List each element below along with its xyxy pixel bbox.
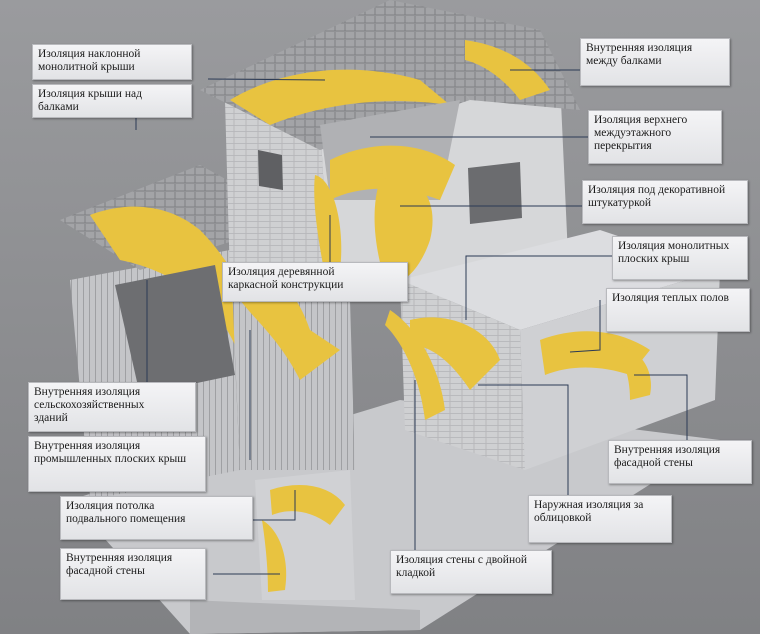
callout-basement-ceiling: Изоляция потолка подвального помещения [60, 496, 253, 540]
leader-warm-floors [569, 300, 601, 353]
callout-facade-wall-left: Внутренняя изоляция фасадной стены [60, 548, 206, 600]
leader-cladding [478, 384, 569, 495]
callout-double-masonry-wall: Изоляция стены с двойной кладкой [390, 550, 552, 594]
front-edge [190, 600, 420, 634]
plaster-insulation [374, 178, 433, 283]
callout-wooden-frame: Изоляция деревянной каркасной конструкци… [222, 262, 408, 302]
callout-decorative-plaster: Изоляция под декоративной штукатуркой [582, 180, 748, 224]
leader-flat-roofs [465, 255, 612, 320]
window-left [258, 150, 283, 190]
wall-inner-insulation [314, 175, 342, 275]
callout-sloped-roof: Изоляция наклонной монолитной крыши [32, 44, 192, 80]
callout-warm-floors: Изоляция теплых полов [606, 288, 750, 332]
callout-upper-floor-slab: Изоляция верхнего междуэтажного перекрыт… [588, 110, 722, 164]
roof-insulation-beams [465, 40, 550, 100]
callout-monolithic-flat-roofs: Изоляция монолитных плоских крыш [612, 236, 748, 280]
basement-insulation [270, 485, 345, 525]
facade-insulation-right [615, 345, 651, 400]
leader-lines [135, 69, 688, 575]
left-annex-opening [115, 265, 235, 395]
flat-roof-insulation [410, 317, 500, 390]
callout-internal-between-beams: Внутренняя изоляция между балками [580, 38, 730, 86]
leader-sloped-roof [207, 78, 326, 81]
callout-industrial-flat-roofs: Внутренняя изоляция промышленных плоских… [28, 436, 206, 492]
roof-insulation-sloped [230, 69, 450, 125]
leader-facade-right [634, 374, 688, 440]
callout-roof-over-beams: Изоляция крыши над балками [32, 84, 192, 118]
window-right [468, 162, 522, 224]
leader-basement [253, 490, 296, 521]
callout-agricultural-buildings: Внутренняя изоляция сельскохозяйственных… [28, 382, 196, 432]
cladding-insulation [385, 310, 445, 420]
callout-external-behind-cladding: Наружная изоляция за облицовкой [528, 495, 672, 543]
tower-left-wall [225, 100, 330, 300]
attic-floor-insulation [330, 145, 455, 200]
floor-insulation [540, 331, 650, 375]
callout-facade-wall-right: Внутренняя изоляция фасадной стены [608, 440, 752, 484]
